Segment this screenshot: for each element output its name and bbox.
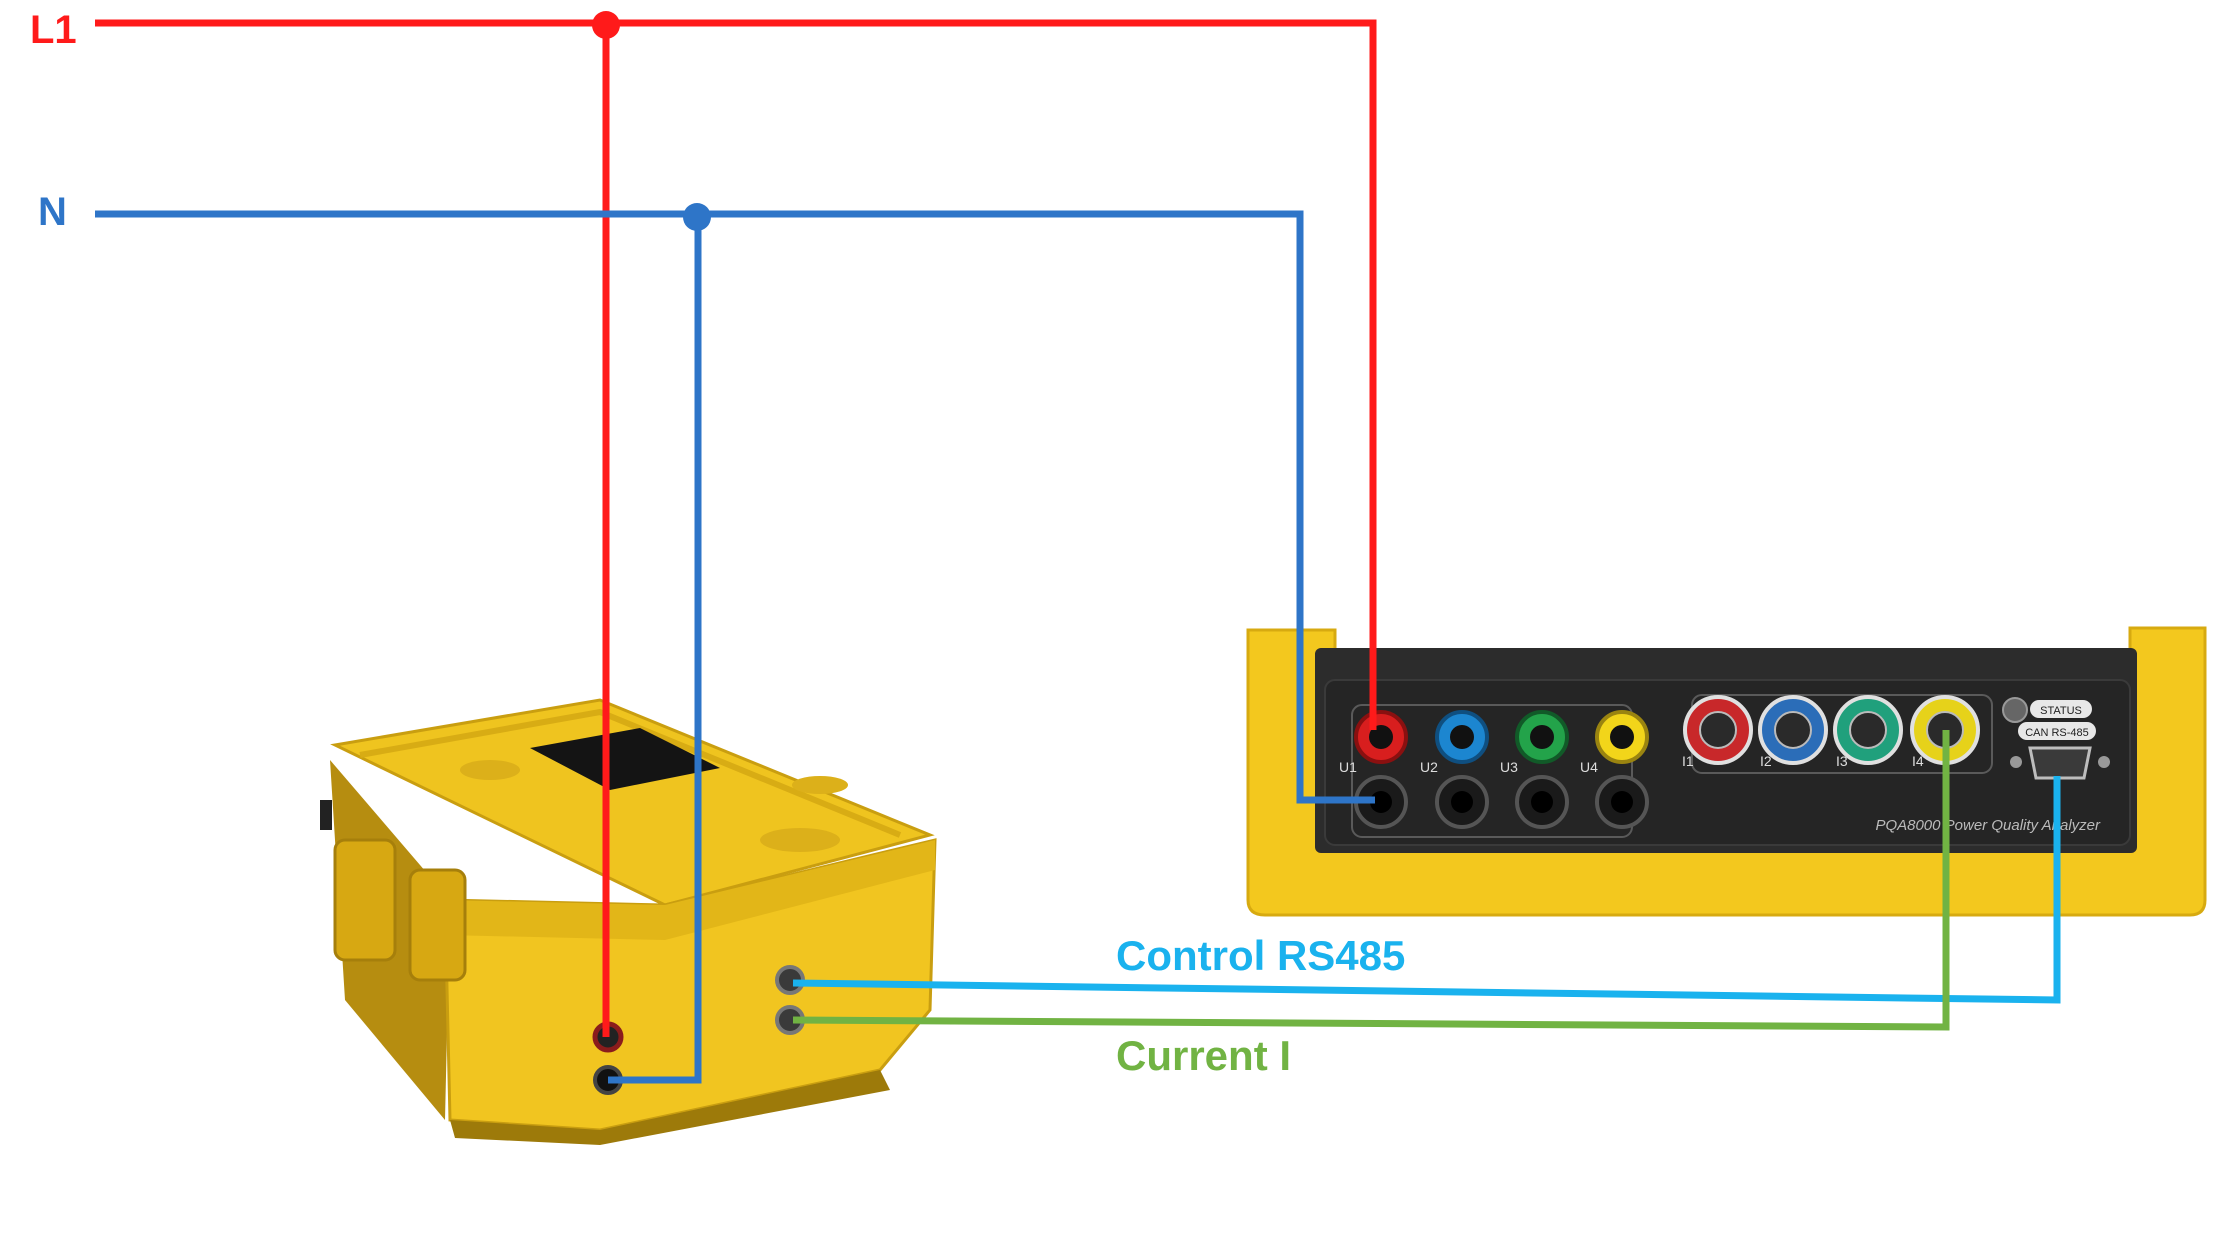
power-quality-analyzer: U1 U2 U3 U4 I1 I2 I3 I4 STATUS CAN RS-48…	[1246, 626, 2207, 917]
control-rs485-line	[792, 776, 2061, 1004]
label-i4: I4	[1912, 753, 1924, 769]
voltage-input-u2[interactable]	[1435, 710, 1489, 829]
label-u1: U1	[1339, 759, 1357, 775]
n-junction-dot	[683, 203, 711, 231]
current-input-i1[interactable]	[1683, 695, 1753, 765]
current-label: Current I	[1116, 1032, 1291, 1079]
voltage-input-u4[interactable]	[1595, 710, 1649, 829]
voltage-input-u1[interactable]	[1354, 710, 1408, 829]
status-label: STATUS	[2040, 705, 2082, 717]
n-label: N	[38, 190, 67, 234]
label-u4: U4	[1580, 759, 1598, 775]
label-i2: I2	[1760, 753, 1772, 769]
label-u3: U3	[1500, 759, 1518, 775]
model-text: PQA8000 Power Quality Analyzer	[1875, 817, 2101, 834]
current-input-i3[interactable]	[1833, 695, 1903, 765]
label-u2: U2	[1420, 759, 1438, 775]
l1-label: L1	[30, 8, 77, 52]
status-led	[2002, 697, 2028, 723]
label-i3: I3	[1836, 753, 1848, 769]
rs485-port[interactable]	[2010, 746, 2110, 780]
voltage-input-u3[interactable]	[1515, 710, 1569, 829]
n-line	[95, 203, 1375, 1084]
l1-junction-dot	[592, 11, 620, 39]
label-i1: I1	[1682, 753, 1694, 769]
current-input-i2[interactable]	[1758, 695, 1828, 765]
control-rs485-label: Control RS485	[1116, 932, 1405, 979]
yellow-case-device	[320, 698, 937, 1145]
current-line	[792, 730, 1950, 1031]
port-label: CAN RS-485	[2025, 727, 2089, 739]
l1-line	[95, 11, 1377, 1037]
